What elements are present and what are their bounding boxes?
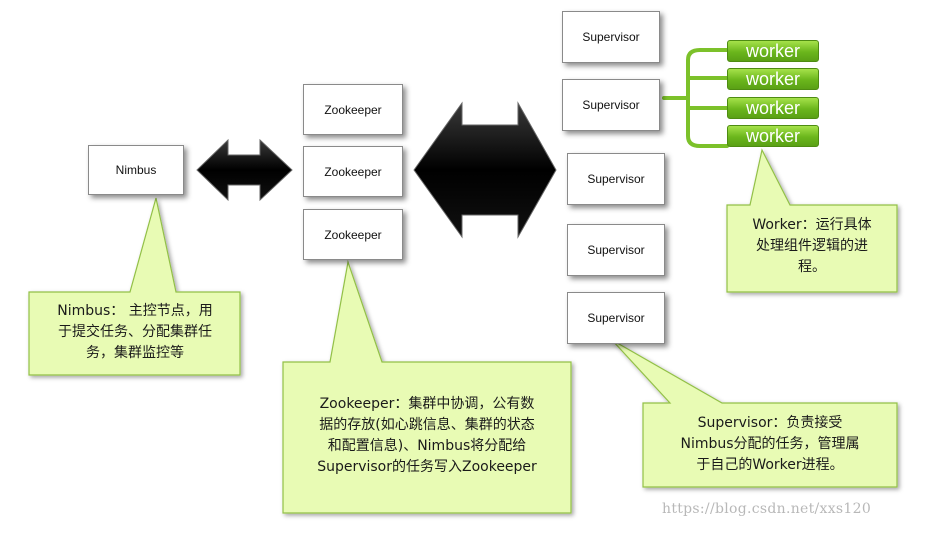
zookeeper-callout-text: Zookeeper：集群中协调，公有数 据的存放(如心跳信息、集群的状态 和配置…: [286, 394, 568, 478]
nimbus-label: Nimbus: [115, 163, 157, 177]
zookeeper-callout: [282, 259, 572, 514]
worker-node-1: worker: [727, 40, 819, 62]
supervisor-label: Supervisor: [587, 172, 645, 186]
worker-label: worker: [745, 97, 800, 118]
worker-callout-line-2: 处理组件逻辑的进: [756, 238, 868, 254]
zookeeper-callout-line-3: 和配置信息)、Nimbus将分配给: [327, 438, 527, 454]
zookeeper-callout-line-4: Supervisor的任务写入Zookeeper: [317, 459, 537, 475]
zookeeper-label: Zookeeper: [324, 102, 382, 117]
worker-callout-line-3: 程。: [798, 259, 826, 275]
supervisor-node-5: Supervisor: [567, 292, 665, 344]
zookeeper-label: Zookeeper: [324, 164, 382, 179]
supervisor-label: Supervisor: [582, 30, 640, 44]
zookeeper-callout-line-2: 据的存放(如心跳信息、集群的状态: [319, 417, 535, 433]
supervisor-callout-line-2: Nimbus分配的任务，管理属: [680, 436, 860, 452]
watermark: https://blog.csdn.net/xxs120: [662, 501, 872, 517]
worker-callout-text: Worker：运行具体 处理组件逻辑的进 程。: [730, 215, 894, 278]
worker-callout: [726, 148, 898, 293]
worker-node-2: worker: [727, 68, 819, 90]
worker-label: worker: [745, 68, 800, 89]
nimbus-zookeeper-arrow: [196, 138, 293, 202]
worker-node-4: worker: [727, 125, 819, 147]
zookeeper-node-1: Zookeeper: [303, 84, 403, 135]
supervisor-callout-text: Supervisor：负责接受 Nimbus分配的任务，管理属 于自己的Work…: [646, 413, 894, 476]
supervisor-callout: [611, 339, 898, 488]
supervisor-label: Supervisor: [587, 311, 645, 325]
nimbus-callout-line-1: Nimbus： 主控节点，用: [57, 303, 213, 319]
nimbus-callout-text: Nimbus： 主控节点，用 于提交任务、分配集群任 务，集群监控等: [33, 301, 237, 364]
supervisor-callout-line-1: Supervisor：负责接受: [697, 415, 843, 431]
nimbus-callout: [28, 197, 241, 376]
supervisor-label: Supervisor: [587, 243, 645, 257]
zookeeper-callout-line-1: Zookeeper：集群中协调，公有数: [319, 396, 535, 412]
zookeeper-node-2: Zookeeper: [303, 146, 403, 197]
supervisor-node-2: Supervisor: [562, 79, 660, 131]
supervisor-node-4: Supervisor: [567, 224, 665, 276]
nimbus-callout-line-2: 于提交任务、分配集群任: [58, 324, 212, 340]
worker-bracket: [662, 48, 729, 148]
supervisor-node-3: Supervisor: [567, 153, 665, 205]
worker-callout-line-1: Worker：运行具体: [752, 217, 872, 233]
zookeeper-label: Zookeeper: [324, 227, 382, 242]
supervisor-node-1: Supervisor: [562, 11, 660, 63]
zookeeper-node-3: Zookeeper: [303, 209, 403, 260]
nimbus-node: Nimbus: [88, 145, 184, 195]
zookeeper-supervisor-arrow: [413, 101, 557, 239]
nimbus-callout-line-3: 务，集群监控等: [86, 345, 184, 361]
worker-label: worker: [745, 40, 800, 61]
worker-node-3: worker: [727, 97, 819, 119]
supervisor-callout-line-3: 于自己的Worker进程。: [696, 457, 844, 473]
supervisor-label: Supervisor: [582, 98, 640, 112]
worker-label: worker: [745, 125, 800, 146]
